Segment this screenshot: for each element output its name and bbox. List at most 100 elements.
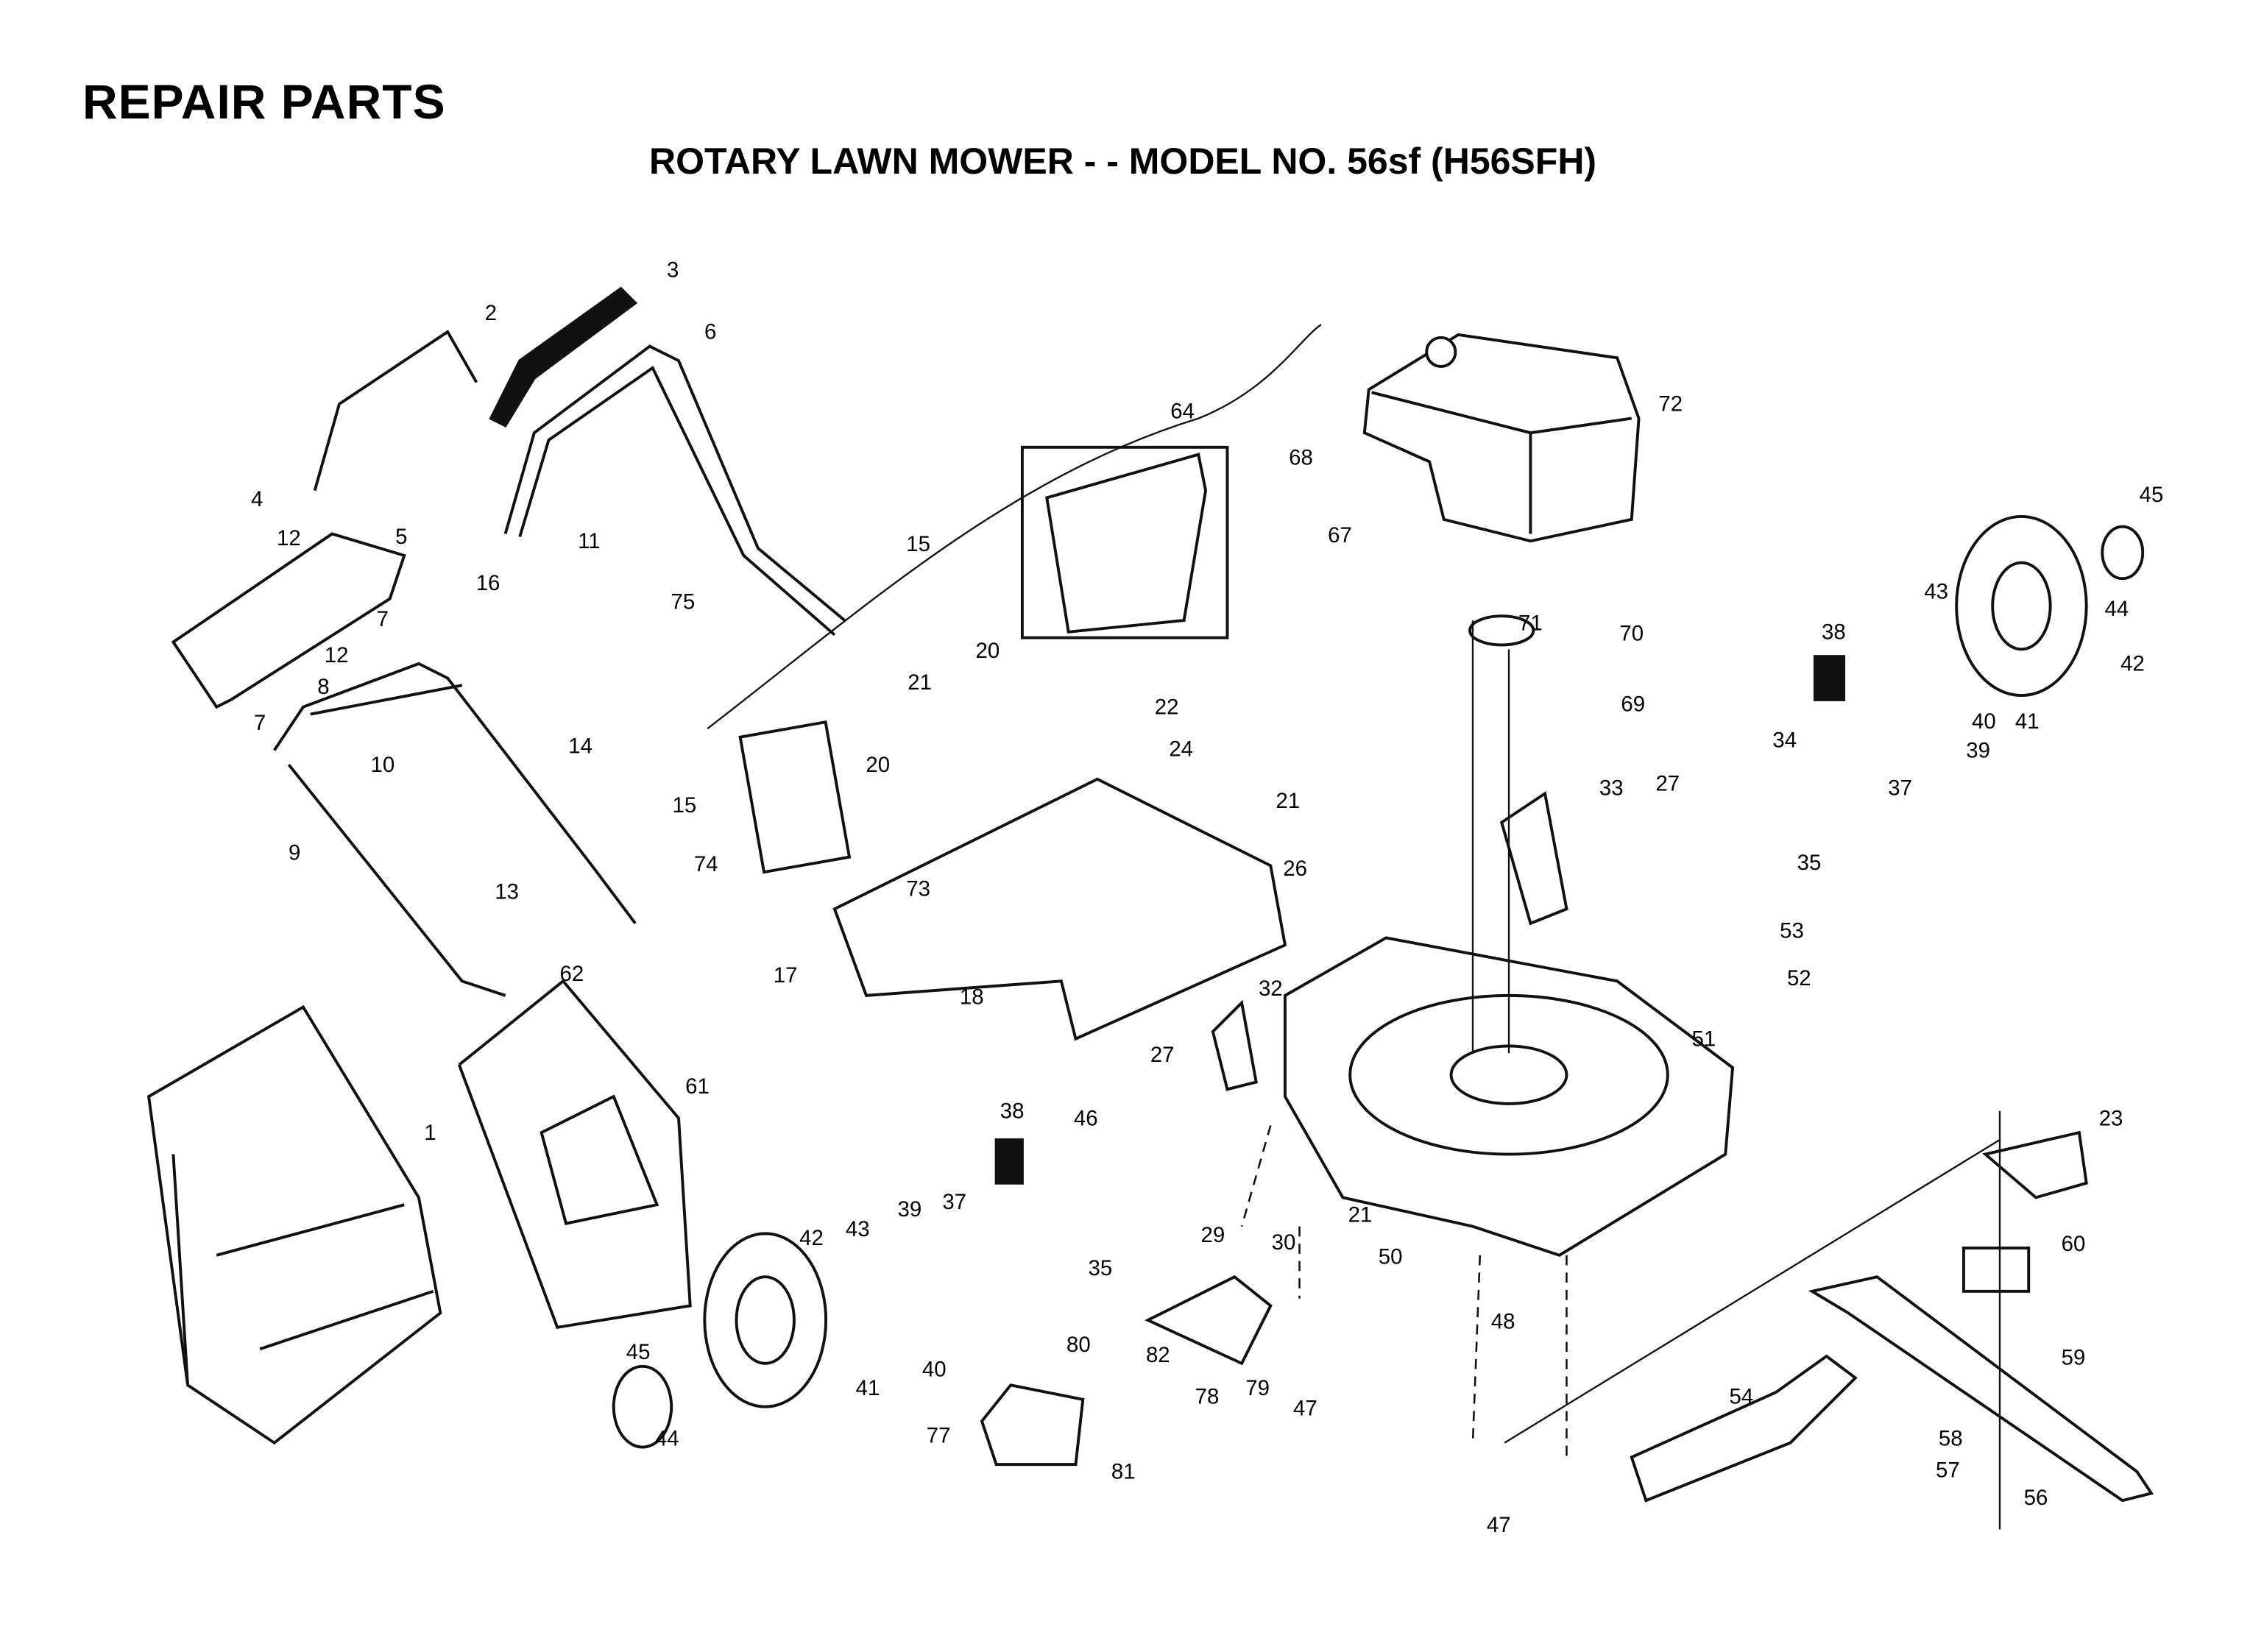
part-callout-39: 39 [898,1197,922,1222]
control-bar [313,330,478,492]
part-callout-72: 72 [1658,392,1683,416]
part-callout-9: 9 [289,841,300,865]
part-callout-54: 54 [1729,1385,1753,1409]
part-callout-5: 5 [395,525,407,549]
part-callout-59: 59 [2062,1346,2086,1370]
discharge-plate [738,720,852,874]
part-callout-3: 3 [667,258,679,282]
part-callout-27: 27 [1150,1043,1175,1067]
lower-handle [273,662,637,997]
handle-grip [489,286,638,428]
part-callout-56: 56 [2024,1486,2048,1510]
part-callout-34: 34 [1772,728,1797,753]
part-64-box [1020,445,1229,639]
part-callout-12: 12 [325,643,349,667]
part-callout-27: 27 [1655,771,1680,795]
part-callout-38: 38 [1822,620,1846,645]
part-callout-35: 35 [1088,1256,1112,1280]
part-callout-74: 74 [694,852,718,876]
part-callout-40: 40 [1972,709,1996,734]
part-callout-14: 14 [568,734,592,758]
engine [1362,333,1641,543]
part-callout-45: 45 [2140,483,2164,507]
wheel-left [703,1232,828,1408]
part-callout-15: 15 [906,532,930,556]
part-callout-57: 57 [1936,1458,1960,1483]
part-callout-53: 53 [1780,918,1804,943]
part-callout-82: 82 [1146,1343,1170,1367]
part-callout-15: 15 [672,793,696,818]
part-callout-7: 7 [254,711,266,735]
part-callout-70: 70 [1619,621,1644,645]
part-callout-11: 11 [578,529,601,553]
part-callout-43: 43 [846,1217,870,1241]
part-callout-75: 75 [671,589,696,614]
part-callout-13: 13 [495,879,519,904]
part-callout-44: 44 [655,1427,679,1451]
rear-deflector [832,777,1287,1041]
part-callout-68: 68 [1289,445,1313,469]
part-callout-16: 16 [476,571,500,595]
part-callout-21: 21 [1348,1203,1373,1227]
part-callout-51: 51 [1691,1027,1716,1051]
part-callout-1: 1 [424,1121,436,1145]
wheel-right [1955,514,2088,698]
part-callout-47: 47 [1487,1513,1511,1537]
part-callout-79: 79 [1245,1376,1270,1400]
catcher-frame [457,979,692,1330]
part-callout-46: 46 [1074,1106,1098,1130]
part-callout-7: 7 [377,607,389,631]
part-callout-24: 24 [1169,737,1193,761]
part-callout-43: 43 [1924,580,1948,604]
part-callout-20: 20 [975,639,1000,663]
part-callout-6: 6 [704,320,716,344]
part-callout-73: 73 [906,877,930,901]
part-callout-44: 44 [2105,597,2129,621]
part-callout-10: 10 [370,753,395,777]
part-82 [1145,1275,1273,1366]
upper-handle [503,344,846,637]
hubcap-right [2101,525,2145,581]
part-callout-37: 37 [1888,776,1912,800]
part-callout-39: 39 [1966,738,1990,762]
part-callout-29: 29 [1200,1223,1225,1247]
part-callout-21: 21 [908,670,932,695]
part-callout-2: 2 [485,301,497,325]
part-callout-8: 8 [317,675,329,699]
hubcap-left [612,1364,673,1449]
part-drawings [146,286,2154,1530]
part-callout-42: 42 [2120,652,2145,676]
part-callout-23: 23 [2099,1106,2123,1130]
part-callout-18: 18 [960,985,984,1010]
part-callout-45: 45 [626,1340,651,1364]
adjuster-lever-left [994,1138,1024,1185]
part-callout-69: 69 [1621,692,1645,717]
part-callout-41: 41 [2015,709,2040,734]
part-callout-38: 38 [1000,1099,1025,1123]
part-callout-22: 22 [1155,695,1179,719]
part-callout-81: 81 [1111,1460,1136,1484]
part-callout-67: 67 [1328,523,1352,547]
part-callout-26: 26 [1283,857,1307,881]
pulley [1468,614,1535,647]
part-callout-48: 48 [1491,1310,1515,1334]
adjuster-lever-right [1813,655,1846,701]
part-23 [1982,1130,2088,1199]
blade-adapter [1961,1247,2031,1293]
part-callout-12: 12 [277,526,301,550]
part-callout-30: 30 [1272,1230,1296,1255]
part-callout-33: 33 [1599,776,1624,800]
part-callout-78: 78 [1195,1385,1220,1409]
part-callout-41: 41 [856,1376,880,1400]
part-callout-64: 64 [1170,400,1195,424]
part-callout-20: 20 [866,753,890,777]
part-callout-37: 37 [942,1190,966,1214]
part-callout-17: 17 [774,963,798,988]
part-callout-42: 42 [799,1226,824,1250]
part-callout-60: 60 [2062,1232,2086,1256]
part-callout-47: 47 [1293,1396,1317,1420]
part-callout-52: 52 [1787,966,1811,990]
part-callout-80: 80 [1066,1333,1091,1357]
part-callout-71: 71 [1518,611,1543,636]
